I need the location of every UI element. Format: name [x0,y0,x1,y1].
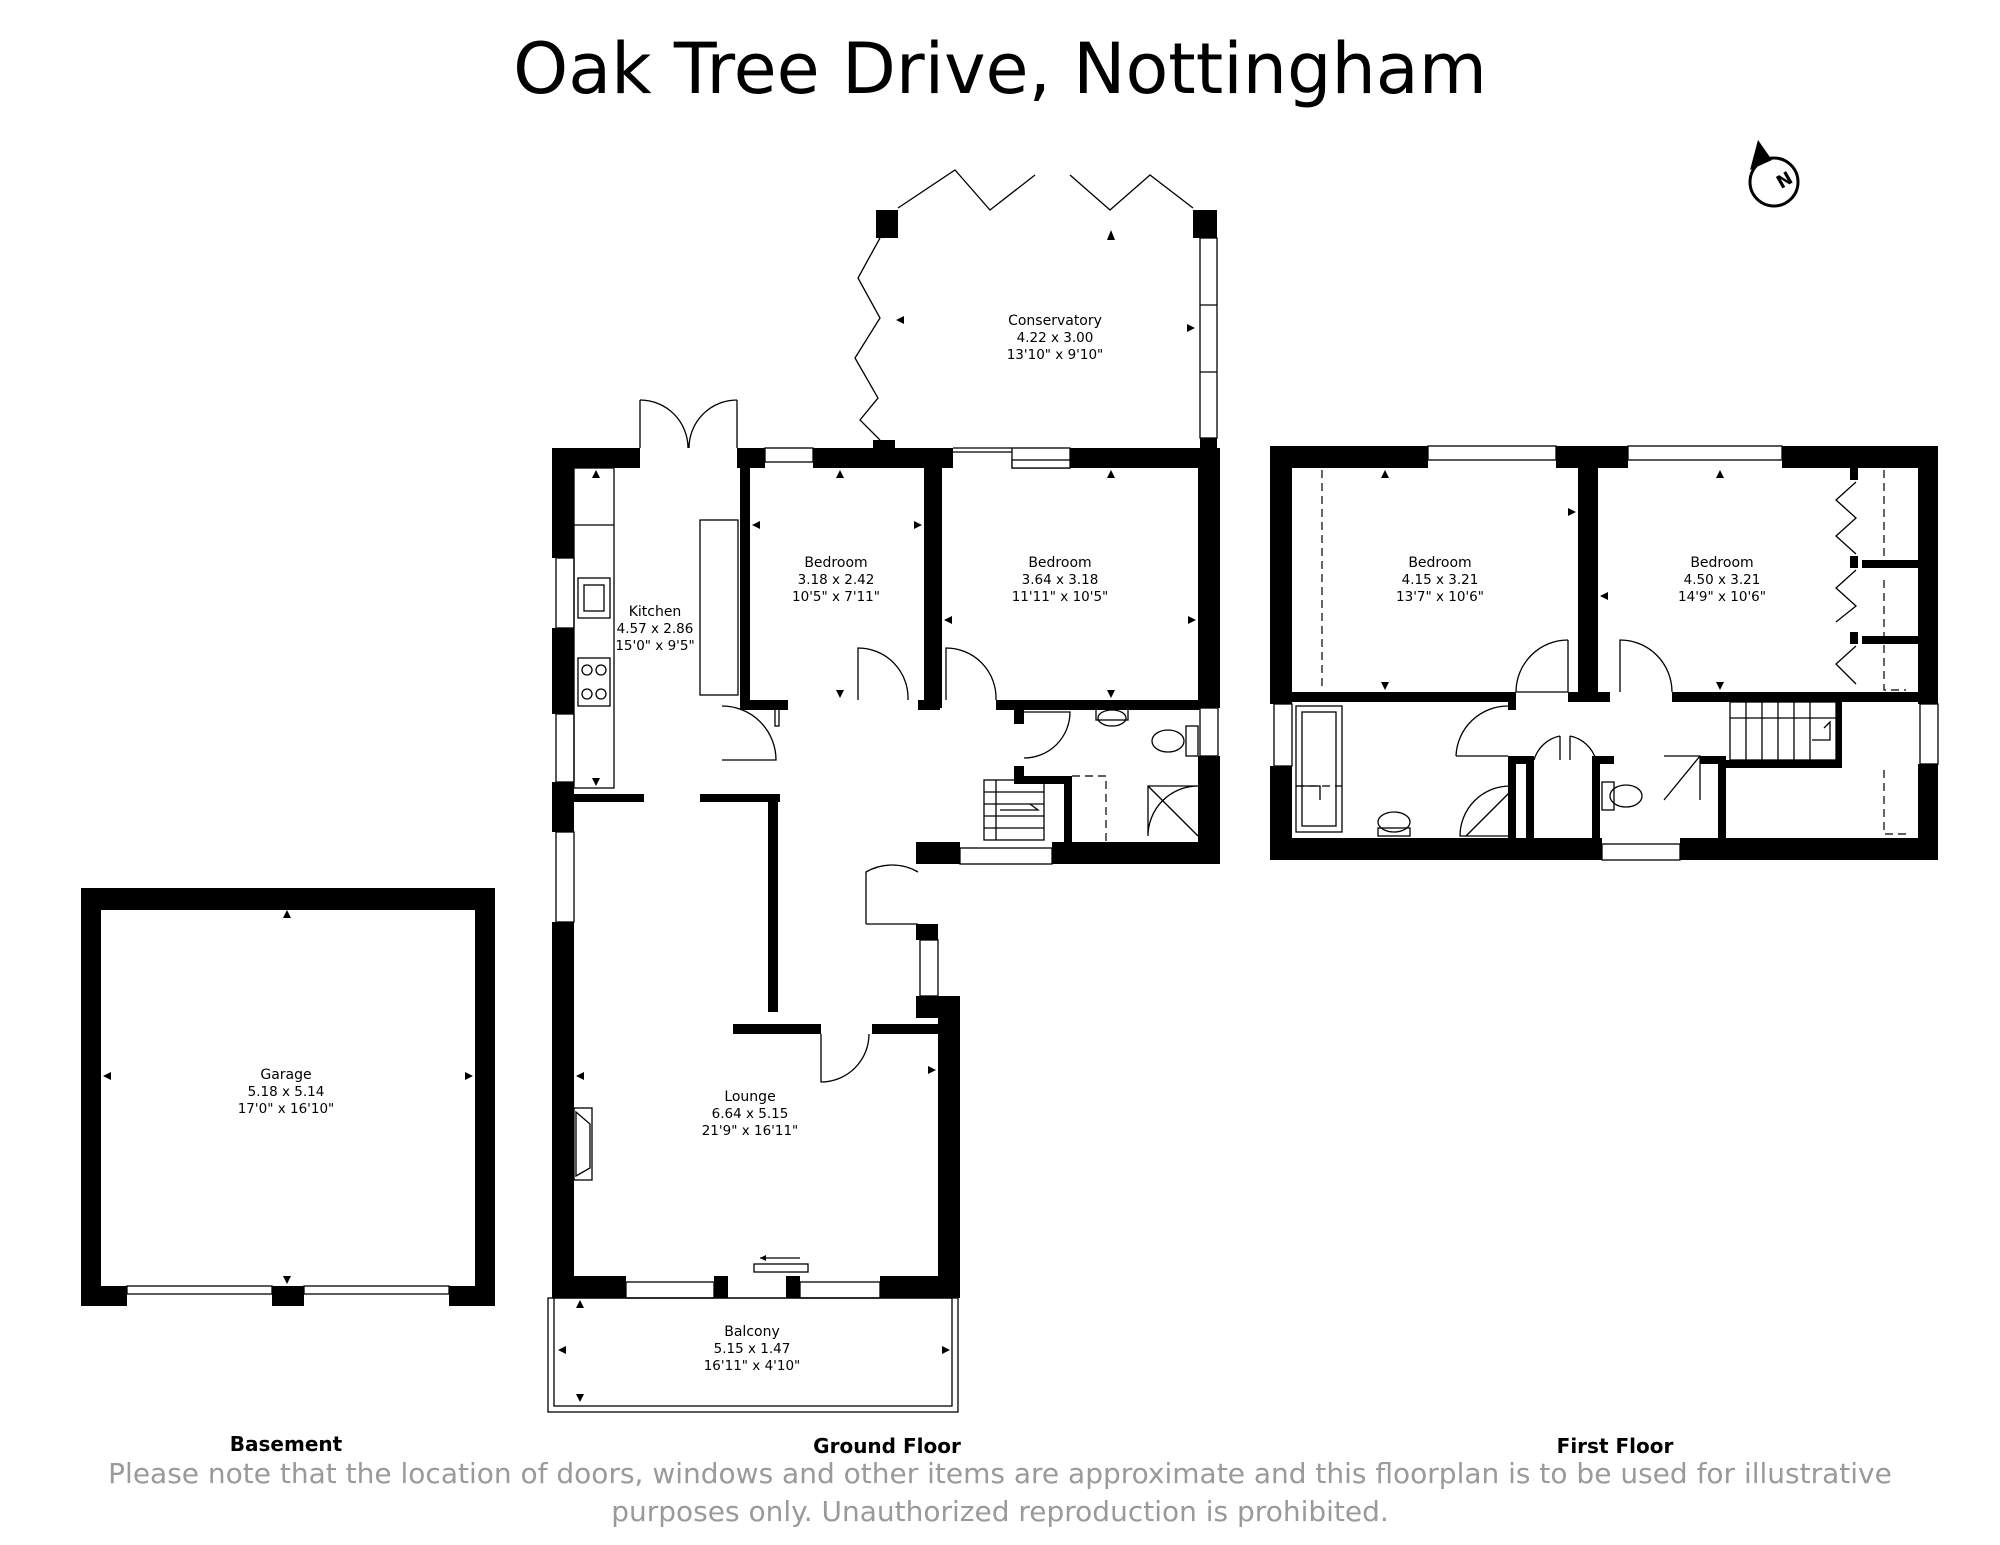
room-imperial-conservatory: 13'10" x 9'10" [1007,347,1104,363]
disclaimer-line-1: Please note that the location of doors, … [108,1457,1892,1490]
room-metric-garage: 5.18 x 5.14 [248,1084,325,1100]
room-imperial-kitchen: 15'0" x 9'5" [615,638,694,654]
room-metric-balcony: 5.15 x 1.47 [714,1341,791,1357]
north-arrow-icon: N [1748,140,1800,208]
room-metric-kitchen: 4.57 x 2.86 [617,621,694,637]
room-name-bedroom-g2: Bedroom [1028,555,1091,571]
page-title: Oak Tree Drive, Nottingham [513,28,1487,110]
disclaimer-line-2: purposes only. Unauthorized reproduction… [611,1495,1389,1528]
room-name-bedroom-f1: Bedroom [1408,555,1471,571]
room-name-kitchen: Kitchen [629,604,682,620]
room-metric-bedroom-g2: 3.64 x 3.18 [1022,572,1099,588]
room-name-garage: Garage [260,1067,311,1083]
room-imperial-bedroom-g2: 11'11" x 10'5" [1012,589,1109,605]
room-imperial-lounge: 21'9" x 16'11" [702,1123,799,1139]
room-imperial-bedroom-f2: 14'9" x 10'6" [1678,589,1766,605]
room-metric-bedroom-f1: 4.15 x 3.21 [1402,572,1479,588]
room-imperial-bedroom-f1: 13'7" x 10'6" [1396,589,1484,605]
room-imperial-garage: 17'0" x 16'10" [238,1101,335,1117]
ground-stairs [983,779,1045,841]
room-name-bedroom-g1: Bedroom [804,555,867,571]
room-name-conservatory: Conservatory [1008,313,1102,329]
first-floor-plan [1270,445,1939,861]
first-floor-stairs [1729,701,1837,761]
room-name-lounge: Lounge [724,1089,775,1105]
room-metric-conservatory: 4.22 x 3.00 [1017,330,1094,346]
ground-floor-plan [547,169,1220,1413]
room-metric-bedroom-g1: 3.18 x 2.42 [798,572,875,588]
floor-label-ground: Ground Floor [813,1434,961,1458]
room-name-bedroom-f2: Bedroom [1690,555,1753,571]
disclaimer: Please note that the location of doors, … [100,1455,1900,1531]
floor-label-first: First Floor [1557,1434,1674,1458]
room-imperial-bedroom-g1: 10'5" x 7'11" [792,589,880,605]
room-imperial-balcony: 16'11" x 4'10" [704,1358,801,1374]
room-name-balcony: Balcony [724,1324,780,1340]
room-metric-lounge: 6.64 x 5.15 [712,1106,789,1122]
room-metric-bedroom-f2: 4.50 x 3.21 [1684,572,1761,588]
floor-label-basement: Basement [230,1432,343,1456]
basement-plan [81,888,495,1306]
